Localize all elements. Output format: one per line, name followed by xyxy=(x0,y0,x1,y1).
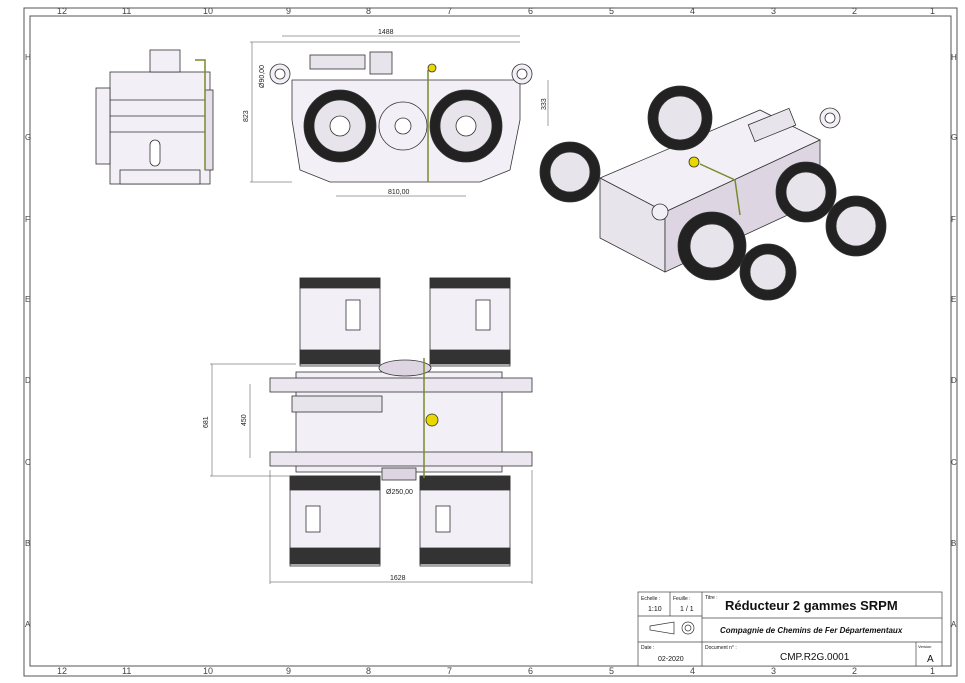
iso-actuator xyxy=(747,107,797,143)
plan-actuator xyxy=(291,395,383,413)
plan-wheel-module-top-left xyxy=(299,277,381,367)
document-label: Document n° : xyxy=(705,645,737,651)
scale-value: 1:10 xyxy=(648,606,662,613)
zone-bottom-9: 9 xyxy=(286,666,291,676)
zone-top-6: 6 xyxy=(528,6,533,16)
side-view-flange xyxy=(95,87,111,165)
zone-right-A: A xyxy=(951,620,957,629)
dim-top-width: 1488 xyxy=(378,29,394,36)
zone-right-H: H xyxy=(951,53,957,62)
plan-bottom-shaft xyxy=(381,467,417,481)
bottom-zone-labels: 12 11 10 9 8 7 6 5 4 3 2 1 xyxy=(57,666,935,676)
zone-right-B: B xyxy=(951,539,956,548)
zone-top-11: 11 xyxy=(122,6,131,16)
plan-view-dimensions xyxy=(210,363,533,584)
zone-bottom-6: 6 xyxy=(528,666,533,676)
title-block-frame xyxy=(637,591,943,667)
dim-bottom-width: 810,00 xyxy=(388,189,410,196)
zone-bottom-1: 1 xyxy=(930,666,935,676)
document-number: CMP.R2G.0001 xyxy=(780,652,850,663)
zone-bottom-2: 2 xyxy=(852,666,857,676)
zone-top-3: 3 xyxy=(771,6,776,16)
side-view-sight-glass xyxy=(149,139,161,167)
scale-label: Echelle : xyxy=(641,596,660,602)
zone-top-2: 2 xyxy=(852,6,857,16)
iso-yellow-cap xyxy=(688,156,700,168)
zone-bottom-8: 8 xyxy=(366,666,371,676)
zone-bottom-10: 10 xyxy=(203,666,213,676)
zone-bottom-3: 3 xyxy=(771,666,776,676)
zone-right-F: F xyxy=(951,215,956,224)
dim-plan-width: 1628 xyxy=(390,575,406,582)
projection-symbol-icon xyxy=(649,621,695,635)
zone-right-G: G xyxy=(951,133,957,142)
date-value: 02-2020 xyxy=(658,656,684,663)
zone-right-E: E xyxy=(951,295,956,304)
zone-top-7: 7 xyxy=(447,6,452,16)
zone-left-G: G xyxy=(25,133,31,142)
left-zone-labels: H G F E D C B A xyxy=(25,53,31,629)
isometric-view xyxy=(539,85,887,301)
title-block xyxy=(637,591,943,667)
plan-bottom-beam xyxy=(269,451,533,467)
zone-left-H: H xyxy=(25,53,31,62)
top-zone-labels: 12 11 10 9 8 7 6 5 4 3 2 1 xyxy=(57,6,935,16)
sheet-inner-border xyxy=(29,15,952,667)
plan-wheel-module-bottom-right xyxy=(419,475,511,567)
plan-top-beam xyxy=(269,377,533,393)
title-block-text: Echelle : 1:10 Feuille : 1 / 1 Titre : R… xyxy=(641,595,934,665)
zone-top-12: 12 xyxy=(57,6,67,16)
sheet-value: 1 / 1 xyxy=(680,606,694,613)
zone-left-F: F xyxy=(25,215,30,224)
side-view-right-plate xyxy=(204,89,214,171)
company-name: Compagnie de Chemins de Fer Départementa… xyxy=(720,626,903,635)
plan-view xyxy=(269,277,533,567)
right-zone-labels: H G F E D C B A xyxy=(951,53,957,629)
dim-hole-dia: Ø90,00 xyxy=(259,65,266,88)
zone-left-A: A xyxy=(25,620,31,629)
plan-wheel-module-top-right xyxy=(429,277,511,367)
revision-value: A xyxy=(927,654,934,665)
front-view-dimensions xyxy=(250,35,549,197)
zone-left-E: E xyxy=(25,295,30,304)
plan-yellow-cap xyxy=(425,413,439,427)
sheet-label: Feuille : xyxy=(673,596,691,602)
side-view-top-motor xyxy=(149,49,181,73)
zone-bottom-12: 12 xyxy=(57,666,67,676)
zone-top-9: 9 xyxy=(286,6,291,16)
zone-top-1: 1 xyxy=(930,6,935,16)
zone-right-C: C xyxy=(951,458,957,467)
front-view-actuator xyxy=(309,54,366,70)
zone-top-8: 8 xyxy=(366,6,371,16)
zone-left-D: D xyxy=(25,376,31,385)
dim-plan-height-inner: 450 xyxy=(241,414,248,426)
zone-top-10: 10 xyxy=(203,6,213,16)
zone-top-4: 4 xyxy=(690,6,695,16)
zone-left-B: B xyxy=(25,539,30,548)
dim-plan-shaft-dia: Ø250,00 xyxy=(386,489,413,496)
drawing-title: Réducteur 2 gammes SRPM xyxy=(725,598,898,613)
front-view xyxy=(269,51,533,183)
zone-bottom-5: 5 xyxy=(609,666,614,676)
side-view-base xyxy=(119,169,201,185)
plan-wheel-module-bottom-left xyxy=(289,475,381,567)
side-view-pipe xyxy=(195,59,206,170)
revision-label: Version xyxy=(918,644,931,649)
zone-bottom-4: 4 xyxy=(690,666,695,676)
side-view xyxy=(95,49,214,185)
zone-left-C: C xyxy=(25,458,31,467)
zone-top-5: 5 xyxy=(609,6,614,16)
zone-bottom-7: 7 xyxy=(447,666,452,676)
dim-right-height: 333 xyxy=(541,98,548,110)
plan-top-shaft xyxy=(378,359,432,377)
date-label: Date : xyxy=(641,645,654,651)
dim-top-height: 823 xyxy=(243,110,250,122)
dim-plan-height-outer: 681 xyxy=(203,416,210,428)
zone-right-D: D xyxy=(951,376,957,385)
sheet-outer-border xyxy=(23,7,958,677)
zone-bottom-11: 11 xyxy=(122,666,131,676)
title-label: Titre : xyxy=(705,595,718,601)
side-view-body xyxy=(109,71,211,185)
